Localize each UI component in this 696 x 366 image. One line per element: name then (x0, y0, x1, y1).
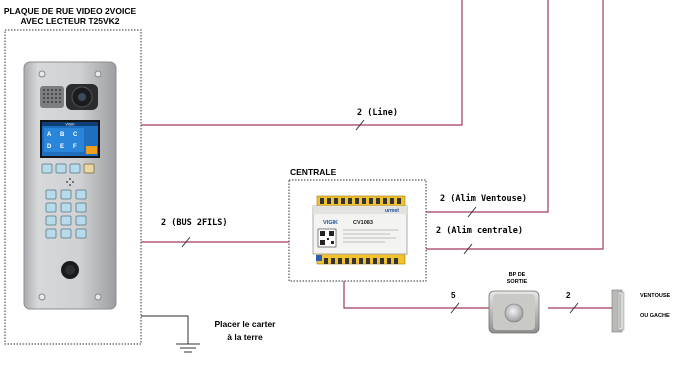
wires (141, 0, 612, 344)
device-maker: urmet (385, 208, 399, 214)
navigation-icon (66, 178, 74, 186)
screen-key-c: C (73, 132, 78, 138)
display-screen: VIGIK A B C D E F (40, 120, 100, 158)
screw-icon (94, 293, 102, 301)
screen-key-b: B (60, 132, 65, 138)
screen-key-a: A (47, 132, 52, 138)
device-model: CV1083 (353, 220, 373, 226)
exit-button-label-line2: SORTIE (507, 279, 528, 285)
label-alim-centrale: 2 (Alim centrale) (436, 225, 523, 236)
wire-ground (141, 315, 189, 344)
screw-icon (94, 70, 102, 78)
screen-key-e: E (60, 144, 64, 150)
label-ventouse-count: 2 (566, 291, 571, 300)
camera-icon (66, 84, 98, 110)
ground-label-line2: à la terre (227, 332, 263, 342)
wire-alim-centrale (426, 0, 604, 250)
ventouse-icon (611, 289, 625, 333)
exit-button-icon (488, 290, 540, 334)
exit-button-label-line1: BP DE (509, 272, 526, 278)
wire-exit-button (343, 281, 489, 309)
qr-code-icon (317, 228, 337, 248)
label-line: 2 (Line) (357, 107, 398, 118)
screen-key-f: F (73, 144, 77, 150)
device-brand: VIGIK (323, 220, 338, 226)
label-alim-ventouse: 2 (Alim Ventouse) (440, 193, 527, 204)
screen-key-d: D (47, 144, 52, 150)
screen-brand: VIGIK (65, 123, 75, 127)
ground-label-line1: Placer le carter (215, 319, 277, 329)
label-bus: 2 (BUS 2FILS) (161, 218, 228, 228)
function-keys (41, 163, 95, 174)
screw-icon (38, 293, 46, 301)
ventouse-label-line1: VENTOUSE (640, 293, 670, 299)
badge-reader-icon (61, 261, 79, 279)
panel-title-line1: PLAQUE DE RUE VIDEO 2VOICE (4, 6, 137, 16)
centrale-title: CENTRALE (290, 167, 337, 177)
ground-icon (176, 343, 200, 353)
screw-icon (38, 70, 46, 78)
wire-count-ticks (181, 119, 579, 314)
ventouse-label-line2: OU GACHE (640, 313, 670, 319)
wire-line (141, 0, 463, 126)
speaker-grille-icon (40, 86, 64, 108)
keypad (45, 189, 87, 239)
centrale-device: VIGIK CV1083 urmet (312, 195, 408, 265)
label-exit-button-count: 5 (451, 291, 456, 300)
device-fine-print (343, 229, 398, 243)
street-panel: VIGIK A B C D E F (23, 61, 117, 310)
panel-title-line2: AVEC LECTEUR T25VK2 (20, 16, 119, 26)
wire-alim-ventouse (426, 0, 549, 213)
